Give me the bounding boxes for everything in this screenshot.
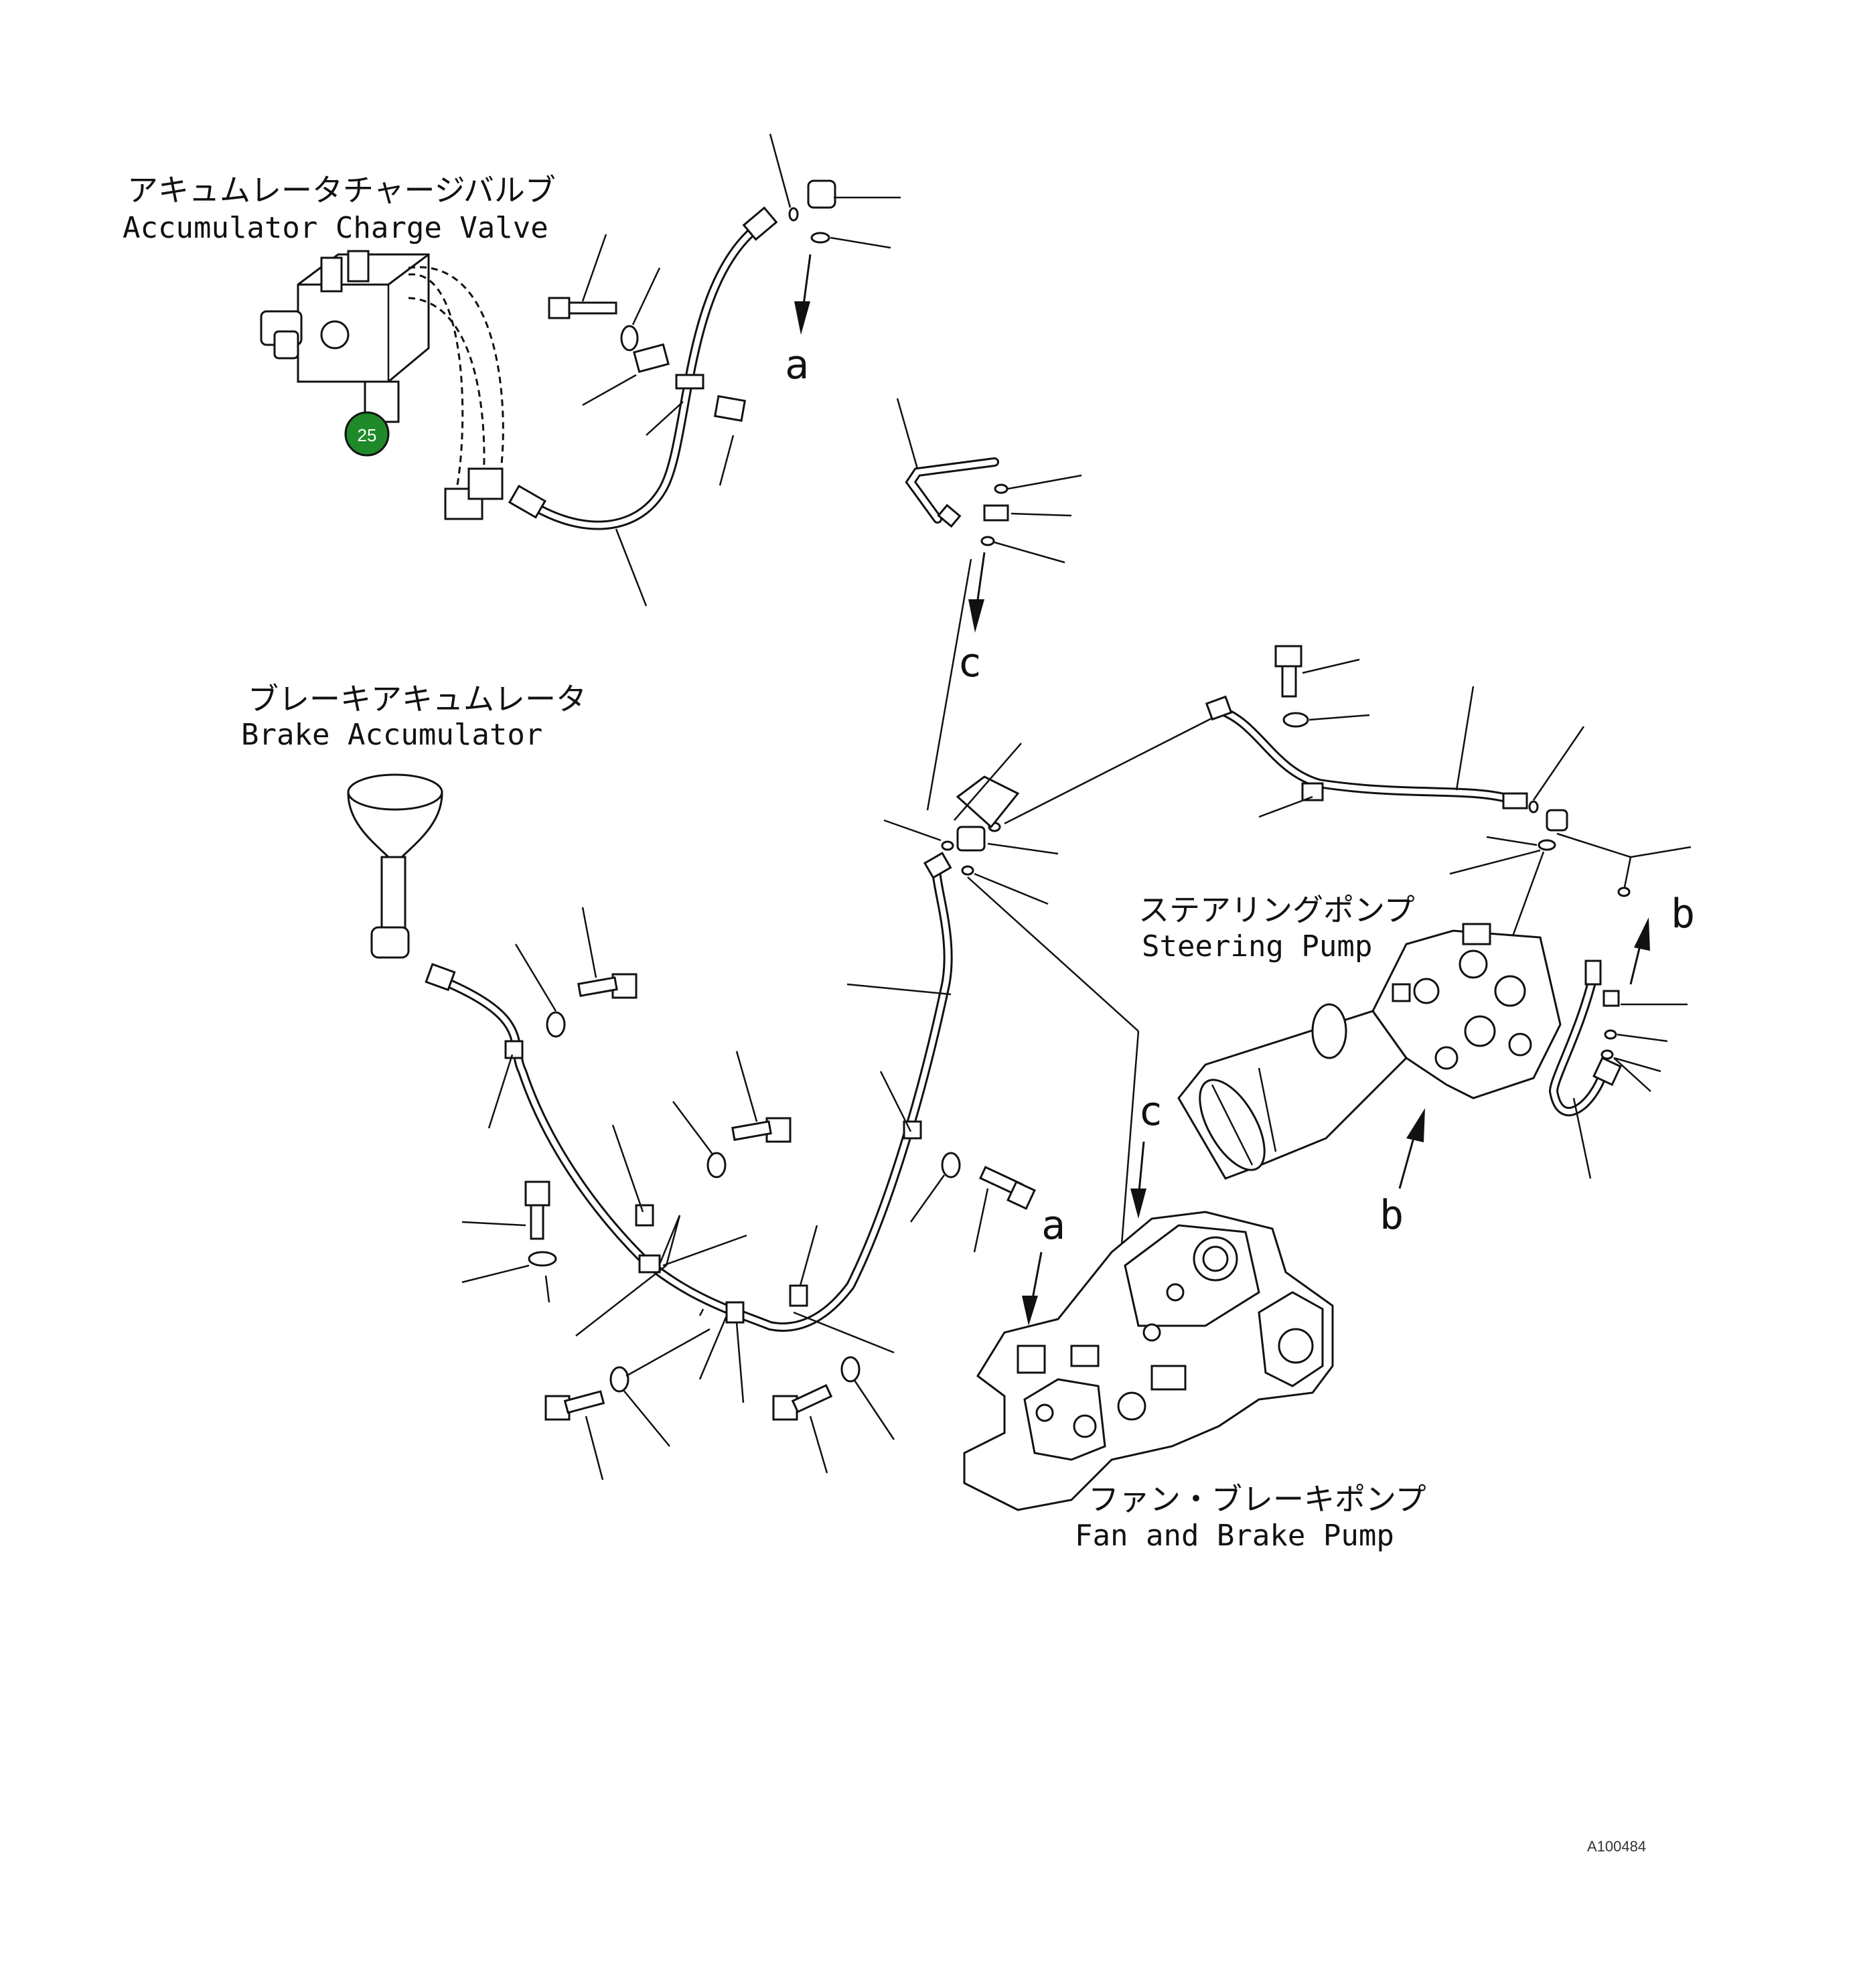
callout-b-bottom: b: [1379, 1192, 1404, 1239]
accumulator-charge-valve[interactable]: [260, 250, 504, 520]
steering-pump-jp-label: ステアリングポンプ: [1138, 892, 1415, 928]
drawing-id: A100484: [1587, 1838, 1646, 1855]
accumulator-charge-valve-jp-label: アキュムレータチャージバルブ: [127, 172, 556, 208]
steering-line-bolt[interactable]: [1274, 645, 1309, 728]
charge-valve-bolts[interactable]: [548, 297, 747, 422]
brake-accumulator-en-label: Brake Accumulator: [241, 718, 542, 752]
badge-number: 25: [358, 425, 377, 445]
brake-bolts[interactable]: [524, 973, 1036, 1421]
brake-leaders: [461, 907, 989, 1480]
fan-brake-pump[interactable]: [963, 1211, 1334, 1511]
callout-c-bottom: c: [1138, 1088, 1163, 1135]
badge-25[interactable]: 25: [344, 411, 390, 457]
callout-a-top: a: [785, 341, 809, 388]
line-c-leader: [926, 558, 972, 811]
arrow-b-bottom: b: [1379, 1108, 1425, 1239]
steering-pump-hose[interactable]: [1548, 960, 1688, 1179]
fan-brake-pump-en-label: Fan and Brake Pump: [1075, 1519, 1394, 1553]
callout-b-right: b: [1671, 891, 1695, 937]
charge-valve-hose[interactable]: [508, 179, 836, 530]
arrow-a-bottom: a: [1022, 1202, 1065, 1326]
callout-a-bottom: a: [1041, 1202, 1065, 1249]
steering-line-hose[interactable]: [1205, 695, 1568, 851]
arrow-c-bottom: c: [1130, 1088, 1163, 1219]
brake-accumulator[interactable]: [347, 773, 443, 959]
line-c-tube[interactable]: [896, 398, 1082, 564]
steering-pump-en-label: Steering Pump: [1142, 929, 1372, 964]
brake-accumulator-hose[interactable]: [425, 852, 953, 1332]
charge-valve-leaders: [581, 133, 901, 607]
fan-brake-pump-jp-label: ファン・ブレーキポンプ: [1088, 1481, 1426, 1517]
steering-pump[interactable]: [1177, 923, 1562, 1180]
callout-c-top: c: [958, 639, 982, 686]
accumulator-charge-valve-en-label: Accumulator Charge Valve: [123, 211, 548, 245]
brake-accumulator-jp-label: ブレーキアキュムレータ: [248, 681, 587, 717]
arrow-b-right: [1629, 917, 1650, 985]
arrow-a-top: a: [785, 254, 812, 388]
arrow-c-top: c: [958, 552, 986, 686]
brake-clamps[interactable]: [504, 1040, 922, 1324]
